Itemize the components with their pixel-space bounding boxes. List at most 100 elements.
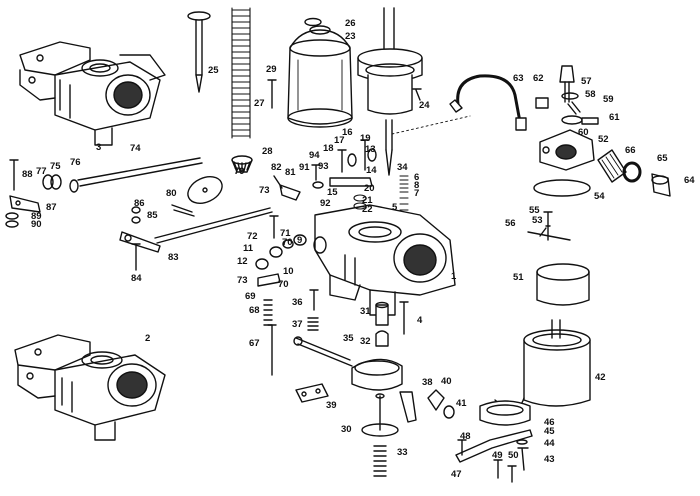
part-label-20: 20 xyxy=(364,183,375,194)
part-label-68: 68 xyxy=(249,305,260,316)
union-64-drawing xyxy=(651,173,671,197)
part-label-5: 5 xyxy=(392,202,398,213)
spring-washers-5-8-drawing xyxy=(353,175,409,211)
part-label-59: 59 xyxy=(603,94,614,105)
part-label-34: 34 xyxy=(397,162,408,173)
part-label-16: 16 xyxy=(342,127,353,138)
screw-24-drawing xyxy=(412,88,422,101)
part-label-58: 58 xyxy=(585,89,596,100)
washer-26-drawing xyxy=(304,17,322,27)
part-label-73a: 73 xyxy=(259,185,270,196)
bracket-47-drawing xyxy=(455,429,533,483)
part-label-11: 11 xyxy=(243,243,254,254)
part-label-69: 69 xyxy=(245,291,256,302)
part-label-46: 46 xyxy=(544,417,555,428)
rod-67-drawing xyxy=(267,324,277,376)
part-label-33: 33 xyxy=(397,447,408,458)
part-label-40: 40 xyxy=(441,376,452,387)
part-label-30: 30 xyxy=(341,424,352,435)
part-label-32: 32 xyxy=(360,336,371,347)
part-label-85: 85 xyxy=(147,210,158,221)
lever-35-drawing xyxy=(293,336,403,391)
small-parts-cluster-drawing xyxy=(311,139,377,189)
part-label-82: 82 xyxy=(271,162,282,173)
bracket-39-drawing xyxy=(295,383,329,403)
rod-83-drawing xyxy=(154,207,273,244)
part-label-57: 57 xyxy=(581,76,592,87)
part-label-90: 90 xyxy=(31,219,42,230)
part-label-91: 91 xyxy=(299,162,310,173)
part-label-79: 79 xyxy=(234,166,245,177)
part-label-66: 66 xyxy=(625,145,636,156)
part-label-18: 18 xyxy=(323,143,334,154)
lever-84-drawing xyxy=(119,206,161,271)
part-label-86: 86 xyxy=(134,198,145,209)
banjo-union-52-drawing xyxy=(539,129,595,171)
part-label-67: 67 xyxy=(249,338,260,349)
carburettor-body-1-drawing xyxy=(313,204,456,316)
part-label-3: 3 xyxy=(96,142,102,153)
part-label-81: 81 xyxy=(285,167,296,178)
part-label-22: 22 xyxy=(362,204,373,215)
part-label-8: 8 xyxy=(414,180,420,191)
filter-66-drawing xyxy=(597,149,627,183)
part-label-73b: 73 xyxy=(237,275,248,286)
lid-45-46-drawing xyxy=(479,400,531,426)
part-label-50: 50 xyxy=(508,450,519,461)
part-label-80: 80 xyxy=(166,188,177,199)
part-label-84: 84 xyxy=(131,273,142,284)
part-label-74: 74 xyxy=(130,143,141,154)
part-label-60: 60 xyxy=(578,127,589,138)
part-label-49: 49 xyxy=(492,450,503,461)
part-label-12: 12 xyxy=(237,256,248,267)
part-label-89: 89 xyxy=(31,211,42,222)
part-label-52: 52 xyxy=(598,134,609,145)
part-label-77: 77 xyxy=(36,166,47,177)
rod-74-drawing xyxy=(77,157,203,187)
spring-37-drawing xyxy=(307,317,319,331)
part-label-6: 6 xyxy=(414,172,420,183)
washers-89-90-drawing xyxy=(5,212,19,228)
washer-58-drawing xyxy=(561,92,579,100)
spring-68-drawing xyxy=(263,299,273,326)
part-label-27: 27 xyxy=(254,98,265,109)
part-label-17: 17 xyxy=(334,135,345,146)
part-label-9: 9 xyxy=(297,235,303,246)
part-label-64: 64 xyxy=(684,175,695,186)
part-label-7: 7 xyxy=(414,188,420,199)
part-label-83: 83 xyxy=(168,252,179,263)
part-label-1: 1 xyxy=(451,271,457,282)
part-label-15: 15 xyxy=(327,187,338,198)
part-label-63: 63 xyxy=(513,73,524,84)
float-linkage-drawing xyxy=(255,215,307,287)
carburettor-body-2-drawing xyxy=(14,334,166,441)
part-label-14: 14 xyxy=(366,165,377,176)
nut-41-drawing xyxy=(443,405,455,419)
spindle-25-drawing xyxy=(187,11,211,93)
part-label-70a: 70 xyxy=(282,237,293,248)
screw-59-drawing xyxy=(567,101,581,115)
part-label-44: 44 xyxy=(544,438,555,449)
filter-28-drawing xyxy=(231,155,253,173)
fuel-pipe-63-drawing xyxy=(456,74,522,124)
pin-56-drawing xyxy=(527,227,571,241)
jet-31-32-drawing xyxy=(375,301,389,347)
part-label-71: 71 xyxy=(280,228,291,239)
screw-29-drawing xyxy=(267,79,277,109)
part-label-93: 93 xyxy=(318,161,329,172)
disc-79-drawing xyxy=(187,176,223,204)
part-label-21: 21 xyxy=(362,195,373,206)
part-label-13: 13 xyxy=(365,144,376,155)
banjo-bolt-57-drawing xyxy=(559,65,575,103)
nut-62-drawing xyxy=(535,97,549,109)
spring-27-drawing xyxy=(231,7,251,139)
part-label-72: 72 xyxy=(247,231,258,242)
washer-44-drawing xyxy=(516,439,528,445)
screw-4-drawing xyxy=(399,301,409,335)
part-label-39: 39 xyxy=(326,400,337,411)
linkage-81-drawing xyxy=(273,175,301,201)
part-label-36: 36 xyxy=(292,297,303,308)
part-label-26: 26 xyxy=(345,18,356,29)
part-label-29: 29 xyxy=(266,64,277,75)
